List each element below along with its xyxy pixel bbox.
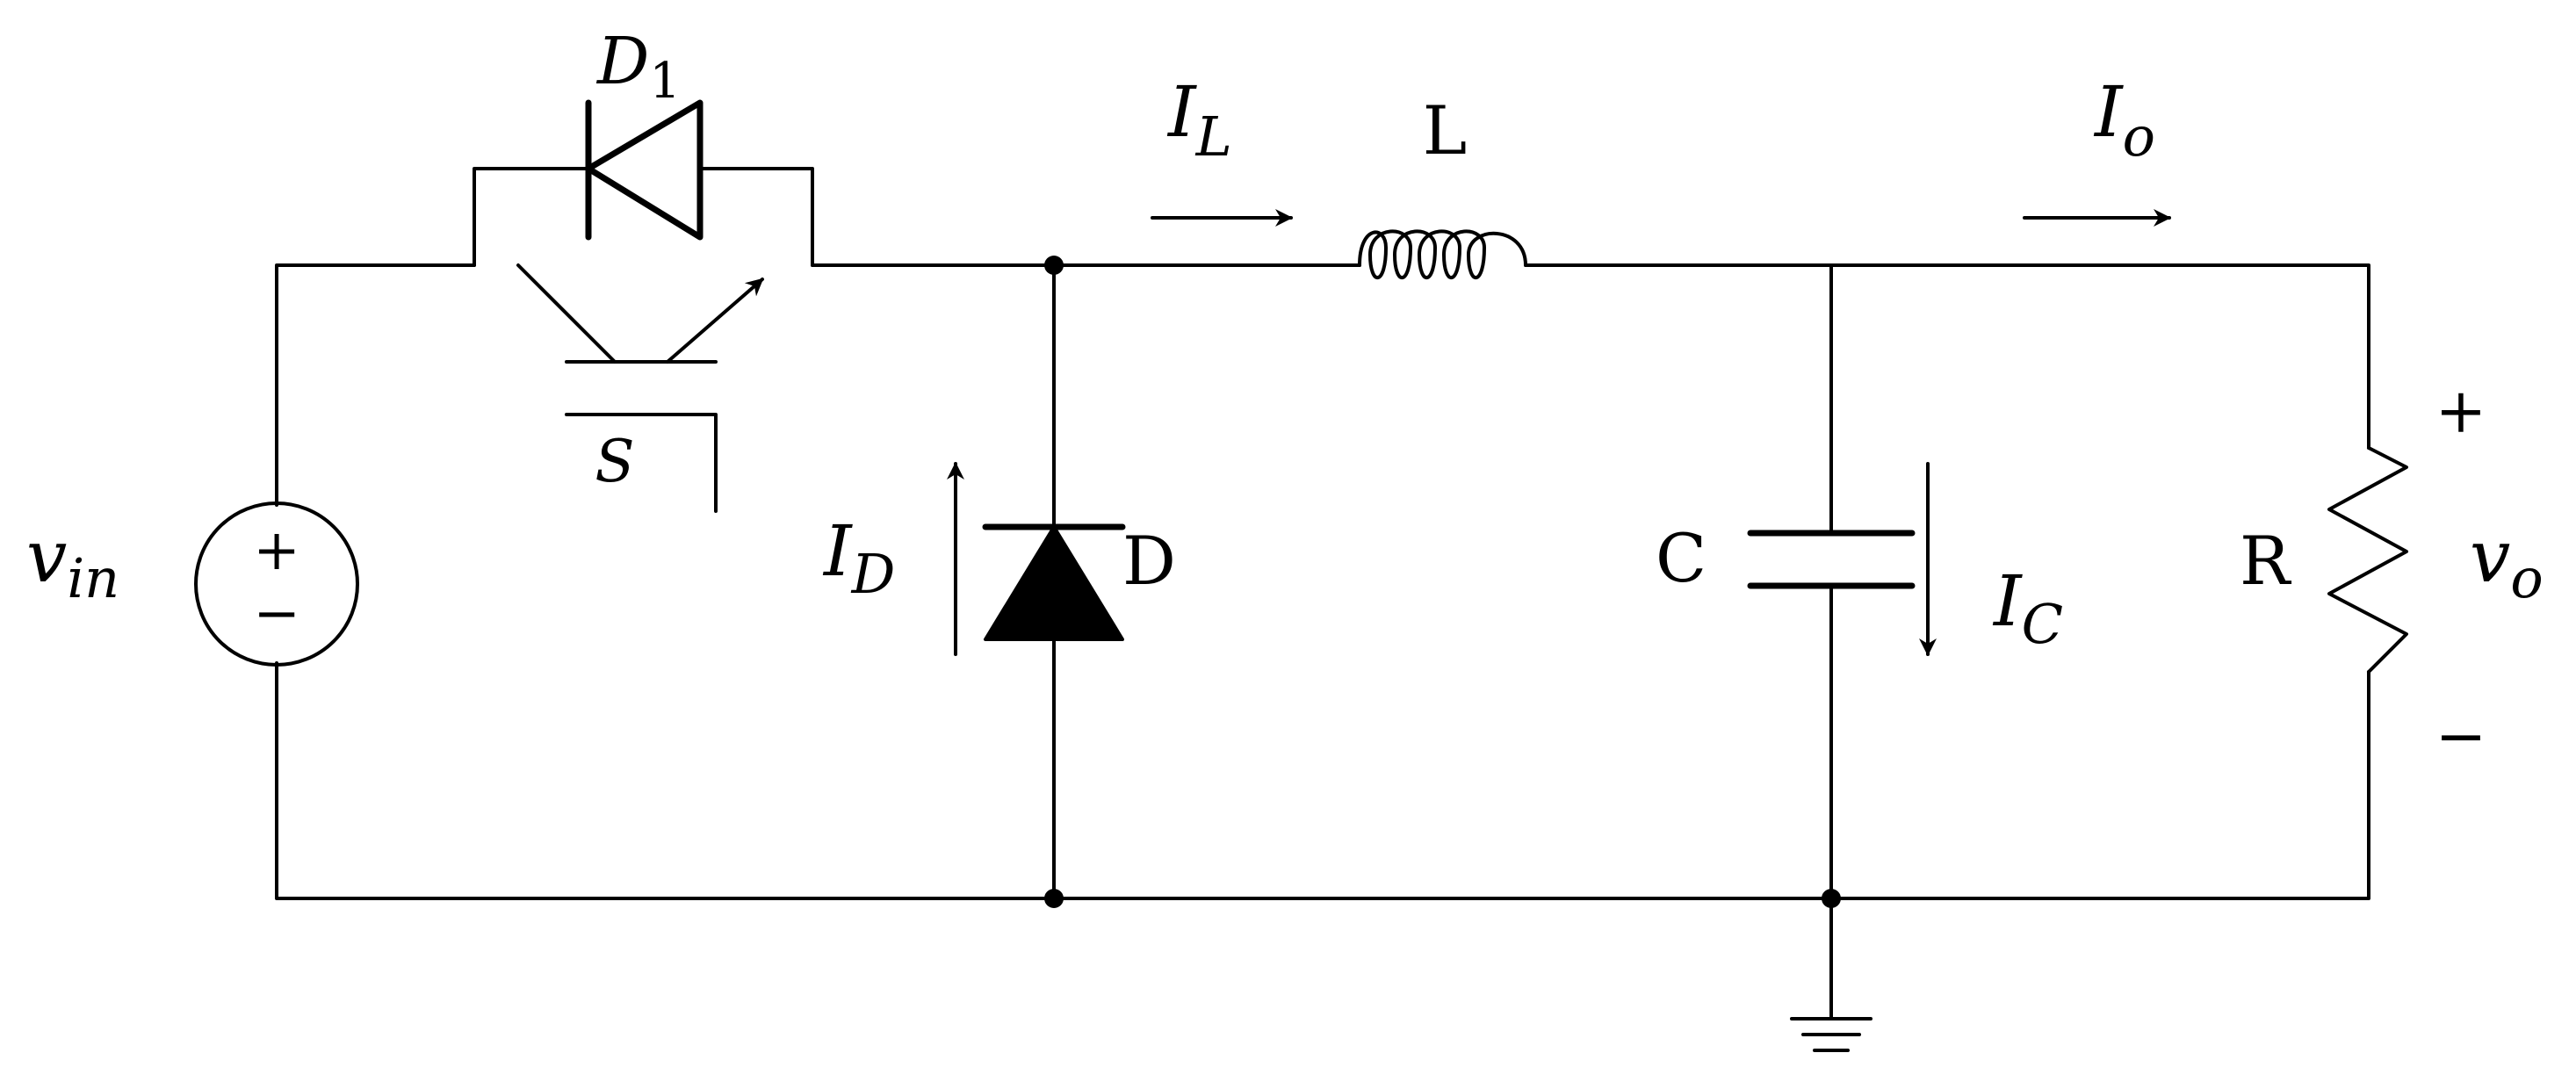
switch-emitter <box>666 278 764 364</box>
source-plus-sign: + <box>253 518 300 583</box>
capacitor-label: C <box>1656 519 1707 597</box>
freewheeling-diode <box>982 523 1126 641</box>
source-minus-sign: − <box>253 581 300 646</box>
wire-inductor-out <box>1524 263 2370 450</box>
wire-left-top <box>275 263 476 507</box>
ground-symbol <box>1790 1017 1872 1052</box>
output-plus-sign: + <box>2435 375 2487 447</box>
switch-gate <box>565 413 718 513</box>
output-minus-sign: − <box>2435 700 2487 772</box>
junction-dot <box>1044 256 1064 275</box>
resistor-zigzag <box>2327 446 2408 674</box>
wire-left-bottom <box>275 661 2370 900</box>
output-voltage-label: vo <box>2470 516 2544 610</box>
inductor-current-label: IL <box>1166 71 1232 169</box>
capacitor-current-label: IC <box>1992 560 2063 656</box>
inductor-coil <box>1358 229 1527 279</box>
voltage-source: + − <box>194 501 359 667</box>
resistor-label: R <box>2240 522 2292 600</box>
switch-transistor <box>516 263 764 513</box>
junction-dot <box>1044 889 1064 908</box>
diode-label: D <box>1122 522 1176 600</box>
wires <box>275 167 2370 1020</box>
output-current-label: Io <box>2093 71 2155 169</box>
switch-collector <box>516 263 617 364</box>
wire-d1-bypass <box>473 167 814 267</box>
d1-label: D1 <box>595 24 681 110</box>
input-voltage-label: vin <box>26 516 119 610</box>
junction-dot <box>1822 889 1841 908</box>
diode-current-label: ID <box>822 510 895 606</box>
capacitor <box>1747 530 1916 589</box>
switch-label: S <box>595 428 634 495</box>
inductor-label: L <box>1423 91 1467 169</box>
antiparallel-diode <box>585 99 704 241</box>
